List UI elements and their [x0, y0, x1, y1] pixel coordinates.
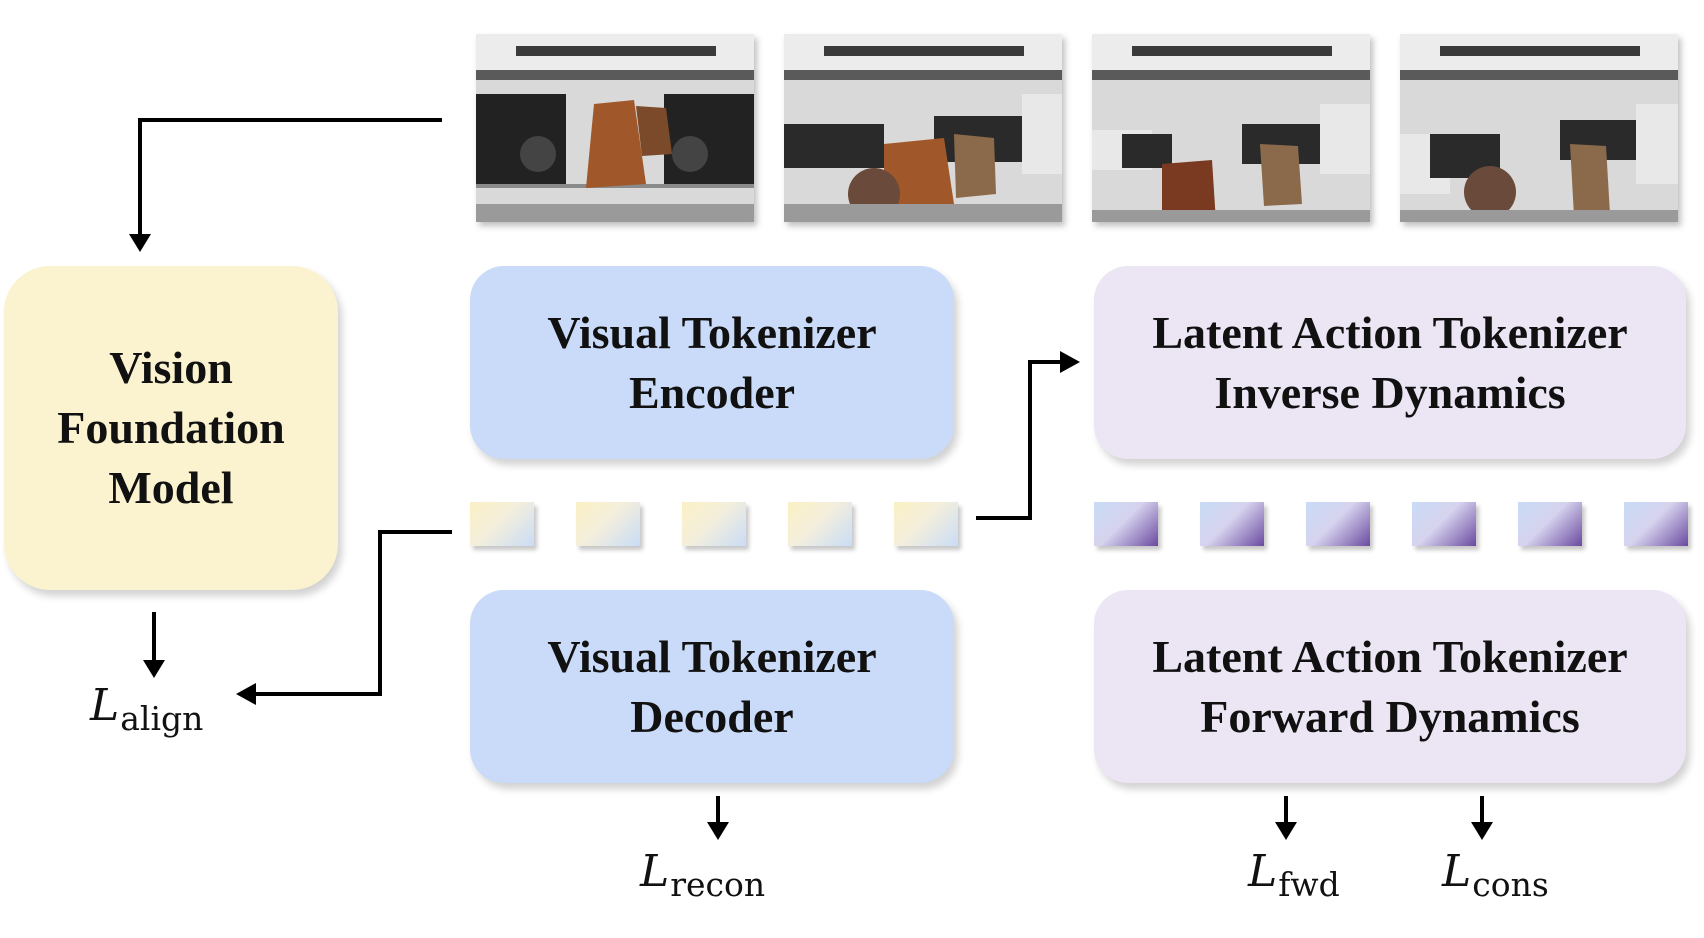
loss-subscript: fwd	[1278, 865, 1340, 904]
video-frame-1	[476, 34, 754, 222]
block-label-line: Decoder	[630, 690, 794, 742]
block-label-line: Visual Tokenizer	[547, 306, 877, 358]
visual-token	[682, 502, 746, 546]
block-label-line: Visual Tokenizer	[547, 630, 877, 682]
block-label-line: Forward Dynamics	[1200, 690, 1580, 742]
video-frame-4	[1400, 34, 1678, 222]
visual-token	[894, 502, 958, 546]
latent-action-token	[1094, 502, 1158, 546]
latent-action-forward-dynamics-block: Latent Action Tokenizer Forward Dynamics	[1094, 590, 1686, 783]
arrow-frames-to-vfm	[138, 118, 442, 238]
loss-symbol: L	[1248, 846, 1278, 897]
loss-symbol: L	[1442, 846, 1472, 897]
block-label-line: Latent Action Tokenizer	[1152, 630, 1628, 682]
loss-cons: Lcons	[1442, 846, 1549, 904]
loss-fwd: Lfwd	[1248, 846, 1340, 904]
block-label-line: Encoder	[628, 366, 796, 418]
latent-action-token	[1306, 502, 1370, 546]
loss-subscript: align	[120, 699, 204, 738]
loss-symbol: L	[640, 846, 670, 897]
latent-action-token	[1624, 502, 1688, 546]
video-frame-2	[784, 34, 1062, 222]
arrow-tokens-to-inverse	[976, 360, 1064, 520]
loss-recon: Lrecon	[640, 846, 765, 904]
loss-subscript: recon	[670, 865, 766, 904]
visual-tokenizer-encoder-block: Visual Tokenizer Encoder	[470, 266, 954, 459]
video-frame-3	[1092, 34, 1370, 222]
vision-foundation-model-block: Vision Foundation Model	[4, 266, 338, 590]
latent-action-token	[1200, 502, 1264, 546]
loss-subscript: cons	[1472, 865, 1549, 904]
visual-token	[576, 502, 640, 546]
latent-action-inverse-dynamics-block: Latent Action Tokenizer Inverse Dynamics	[1094, 266, 1686, 459]
block-label-line: Inverse Dynamics	[1214, 366, 1566, 418]
latent-action-token	[1412, 502, 1476, 546]
block-label-line: Foundation	[57, 402, 285, 453]
block-label-line: Vision	[109, 342, 233, 393]
visual-token	[470, 502, 534, 546]
visual-tokenizer-decoder-block: Visual Tokenizer Decoder	[470, 590, 954, 783]
visual-token	[788, 502, 852, 546]
loss-symbol: L	[90, 680, 120, 731]
block-label-line: Model	[108, 462, 234, 513]
block-label-line: Latent Action Tokenizer	[1152, 306, 1628, 358]
latent-action-token	[1518, 502, 1582, 546]
loss-align: Lalign	[90, 680, 203, 738]
